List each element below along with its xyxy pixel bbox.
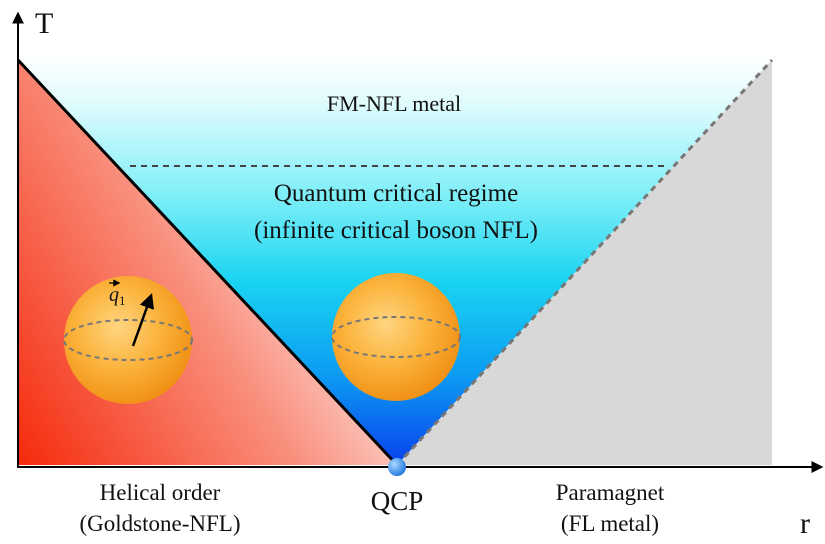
quantum-critical-sublabel: (infinite critical boson NFL) — [254, 217, 538, 244]
paramagnet-label: Paramagnet — [556, 480, 665, 505]
qcp-label: QCP — [371, 486, 424, 516]
helical-order-label: Helical order — [100, 480, 221, 505]
helical-order-sublabel: (Goldstone-NFL) — [80, 511, 241, 536]
q-vector-symbol: q — [109, 284, 119, 306]
crossover-line — [395, 58, 774, 467]
helical-sphere — [63, 276, 193, 404]
q-vector-label: q1 — [109, 284, 126, 308]
critical-sphere — [331, 273, 461, 401]
paramagnet-sublabel: (FL metal) — [561, 511, 659, 536]
qcp-point — [388, 458, 406, 476]
phase-boundary-line — [16, 58, 399, 467]
x-axis-label: r — [800, 507, 810, 540]
fm-nfl-label: FM-NFL metal — [327, 91, 461, 116]
y-axis-label: T — [35, 7, 53, 40]
q-vector-subscript: 1 — [119, 293, 126, 308]
q-vector-arrow — [131, 293, 154, 347]
quantum-critical-label: Quantum critical regime — [274, 180, 518, 207]
